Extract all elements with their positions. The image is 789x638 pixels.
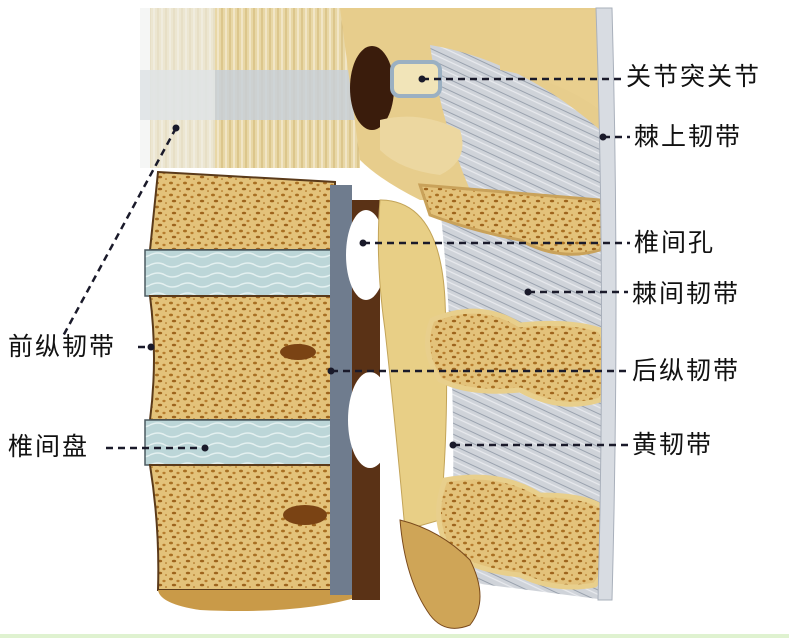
leader-anterior-longitudinal-ligament-diag [60, 127, 178, 339]
vertebral-body-3 [148, 464, 362, 612]
leader-lines [60, 75, 630, 452]
label-anterior-longitudinal-ligament: 前纵韧带 [8, 332, 117, 361]
label-articular-process: 关节突关节 [626, 62, 762, 91]
label-supraspinous-ligament: 棘上韧带 [634, 122, 743, 151]
supraspinous-ligament-strip [595, 7, 617, 601]
upper-vertebra [140, 8, 370, 168]
label-intervertebral-disc: 椎间盘 [8, 432, 90, 461]
label-intervertebral-foramen: 椎间孔 [634, 228, 716, 257]
label-interspinous-ligament: 棘间韧带 [632, 279, 741, 308]
label-posterior-longitudinal-ligament: 后纵韧带 [632, 356, 741, 385]
label-ligamentum-flavum: 黄韧带 [632, 430, 714, 459]
intervertebral-foramina [346, 200, 392, 600]
lower-articular-process [399, 519, 481, 629]
intervertebral-disc-2 [144, 419, 336, 466]
intervertebral-disc-1 [144, 249, 336, 297]
posterior-elements-upper [340, 8, 606, 200]
posterior-longitudinal-ligament-band [330, 185, 352, 595]
vertebral-body-2 [148, 295, 336, 421]
bottom-strip [0, 634, 789, 638]
vertebral-body-1 [148, 170, 336, 251]
spinous-process-2 [425, 308, 613, 407]
